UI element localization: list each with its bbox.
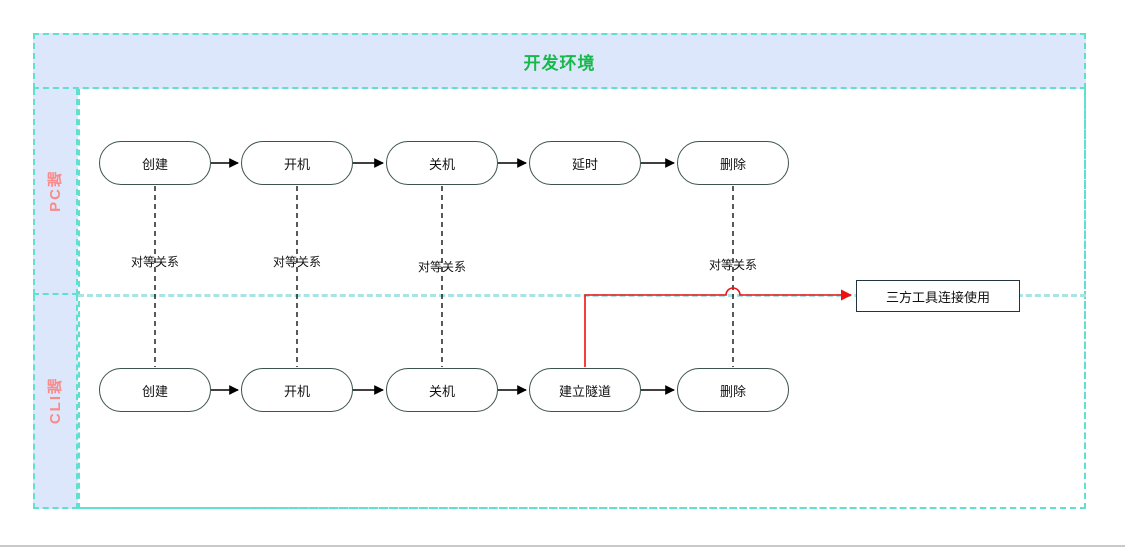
node-cli-poweroff[interactable]: 关机 — [386, 368, 498, 412]
environment-header-band: 开发环境 — [33, 33, 1086, 89]
lane-divider — [78, 294, 1086, 297]
node-cli-create[interactable]: 创建 — [99, 368, 211, 412]
lane-header-cli: CLI端 — [33, 295, 78, 509]
page-title: 开发环境 — [523, 53, 596, 73]
node-pc-poweron[interactable]: 开机 — [241, 141, 353, 185]
lane-header-pc: PC端 — [33, 89, 78, 295]
node-pc-delay[interactable]: 延时 — [529, 141, 641, 185]
node-cli-tunnel[interactable]: 建立隧道 — [529, 368, 641, 412]
node-pc-delete[interactable]: 删除 — [677, 141, 789, 185]
lane-label-cli: CLI端 — [47, 377, 64, 425]
page-bottom-rule — [0, 545, 1125, 547]
peer-label-3: 对等关系 — [417, 260, 467, 274]
lane-label-pc: PC端 — [47, 170, 64, 212]
peer-label-4: 对等关系 — [708, 258, 758, 272]
node-cli-delete[interactable]: 删除 — [677, 368, 789, 412]
node-cli-poweron[interactable]: 开机 — [241, 368, 353, 412]
peer-label-1: 对等关系 — [130, 255, 180, 269]
node-third-party-tool[interactable]: 三方工具连接使用 — [856, 280, 1020, 312]
node-pc-poweroff[interactable]: 关机 — [386, 141, 498, 185]
node-pc-create[interactable]: 创建 — [99, 141, 211, 185]
diagram-inner-panel — [78, 89, 1086, 509]
peer-label-2: 对等关系 — [272, 255, 322, 269]
